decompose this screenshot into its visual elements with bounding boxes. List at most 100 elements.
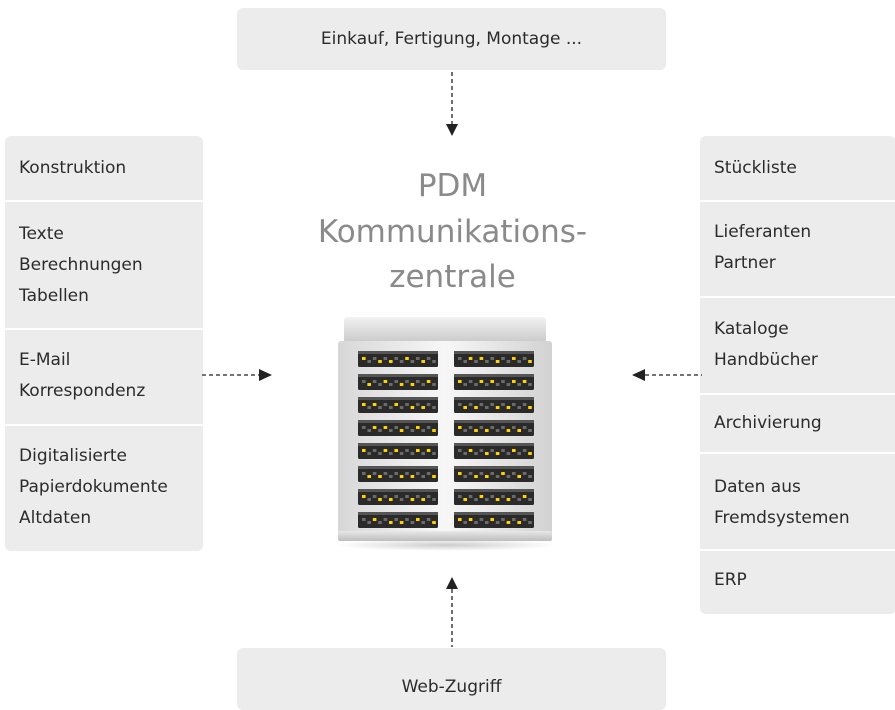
rack-led <box>367 429 371 432</box>
right-item-lieferanten: Lieferanten Partner <box>700 200 895 296</box>
left-item-line: Digitalisierte <box>19 446 128 466</box>
rack-led <box>362 403 366 406</box>
rack-led <box>463 406 467 409</box>
arrow-down-icon <box>446 72 458 136</box>
rack-led <box>528 452 532 455</box>
rack-led <box>372 518 377 521</box>
top-source-label: Einkauf, Fertigung, Montage ... <box>320 29 583 49</box>
rack-led <box>485 360 489 363</box>
rack-led <box>495 360 500 363</box>
rack-led <box>506 429 511 432</box>
rack-led <box>517 406 521 409</box>
rack-led <box>399 452 404 455</box>
rack-unit-edge <box>454 374 534 377</box>
rack-led <box>512 357 516 360</box>
arrow-left-icon <box>632 369 702 381</box>
top-source-box: Einkauf, Fertigung, Montage ... <box>237 8 666 70</box>
right-item-archivierung: Archivierung <box>700 393 895 452</box>
rack-unit-edge <box>454 512 534 515</box>
rack-led <box>501 403 505 406</box>
rack-led <box>394 357 398 360</box>
rack-led <box>474 452 478 455</box>
rack-led <box>416 426 420 429</box>
rack-led <box>485 429 489 432</box>
left-item-line: Texte <box>19 224 64 244</box>
arrow-right-icon <box>202 369 272 381</box>
rack-led <box>458 472 462 475</box>
rack-led <box>506 360 511 363</box>
rack-led <box>383 357 388 360</box>
rack-led <box>410 383 415 386</box>
rack-led <box>463 498 467 501</box>
rack-led <box>389 383 393 386</box>
rack-led <box>495 406 500 409</box>
rack-led <box>399 521 404 524</box>
left-item-texte: Texte Berechnungen Tabellen <box>5 200 203 328</box>
rack-led <box>421 521 425 524</box>
left-item-line: Altdaten <box>19 508 92 528</box>
rack-led <box>501 357 505 360</box>
rack-led <box>426 403 431 406</box>
rack-led <box>405 403 409 406</box>
rack-led <box>528 360 532 363</box>
rack-led <box>362 426 366 429</box>
rack-led <box>474 498 478 501</box>
rack-unit-edge <box>454 466 534 469</box>
rack-led <box>528 475 532 478</box>
rack-led <box>463 475 467 478</box>
rack-led <box>383 426 388 429</box>
rack-led <box>405 380 409 383</box>
rack-led <box>512 426 516 429</box>
rack-led <box>468 380 473 383</box>
server-rack-icon <box>336 317 556 551</box>
rack-led <box>416 403 420 406</box>
rack-unit-edge <box>358 512 438 515</box>
rack-led <box>474 429 478 432</box>
rack-led <box>426 495 431 498</box>
rack-led <box>506 498 511 501</box>
rack-led <box>362 495 366 498</box>
rack-led <box>378 406 382 409</box>
arrow-up-icon <box>446 577 458 647</box>
rack-led <box>479 449 484 452</box>
rack-led <box>479 403 484 406</box>
rack-led <box>383 403 388 406</box>
rack-led <box>372 426 377 429</box>
left-item-konstruktion: Konstruktion <box>5 136 203 200</box>
rack-led <box>432 383 436 386</box>
rack-led <box>495 521 500 524</box>
rack-led <box>463 429 467 432</box>
right-item-line: Daten aus <box>714 477 801 497</box>
right-item-line: Handbücher <box>714 350 818 370</box>
left-item-line: Berechnungen <box>19 255 143 275</box>
rack-led <box>432 475 436 478</box>
rack-led <box>506 406 511 409</box>
rack-led <box>389 498 393 501</box>
right-item-line: Fremdsystemen <box>714 508 850 528</box>
rack-led <box>383 495 388 498</box>
right-item-line: Partner <box>714 253 776 273</box>
rack-led <box>522 357 527 360</box>
rack-led <box>432 452 436 455</box>
rack-led <box>474 383 478 386</box>
rack-led <box>490 472 494 475</box>
rack-led <box>512 380 516 383</box>
rack-led <box>394 518 398 521</box>
left-input-panel: Konstruktion Texte Berechnungen Tabellen… <box>5 136 203 551</box>
rack-led <box>394 495 398 498</box>
rack-unit-edge <box>358 489 438 492</box>
rack-led <box>432 360 436 363</box>
right-item-erp: ERP <box>700 549 895 614</box>
bottom-source-label: Web-Zugriff <box>401 677 502 697</box>
rack-led <box>362 449 366 452</box>
rack-led <box>389 429 393 432</box>
rack-unit-edge <box>358 351 438 354</box>
rack-led <box>394 472 398 475</box>
bottom-source-box: Web-Zugriff <box>237 648 666 710</box>
rack-led <box>517 429 521 432</box>
rack-led <box>485 452 489 455</box>
rack-led <box>517 452 521 455</box>
rack-unit-edge <box>454 489 534 492</box>
rack-led <box>501 518 505 521</box>
rack-led <box>416 380 420 383</box>
